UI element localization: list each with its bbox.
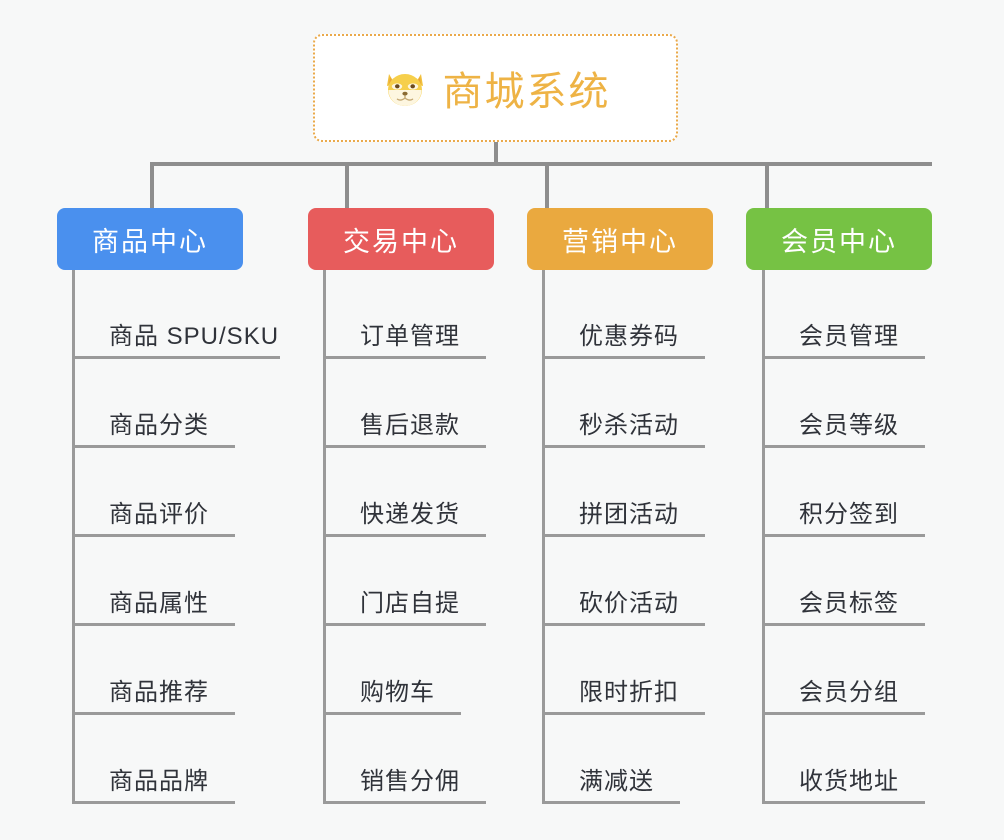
leaf-item[interactable]: 商品品牌 (75, 715, 235, 804)
category-label: 营销中心 (562, 226, 678, 257)
leaf-underline (75, 356, 280, 359)
leaf-spine (762, 270, 765, 804)
leaf-item[interactable]: 商品评价 (75, 448, 235, 537)
leaf-label: 会员标签 (799, 590, 899, 617)
leaf-item[interactable]: 会员标签 (765, 537, 925, 626)
leaf-underline (545, 623, 705, 626)
leaf-item[interactable]: 收货地址 (765, 715, 925, 804)
leaf-underline (326, 801, 486, 804)
leaf-underline (765, 801, 925, 804)
leaf-item[interactable]: 满减送 (545, 715, 680, 804)
leaf-underline (545, 356, 705, 359)
leaf-item[interactable]: 商品 SPU/SKU (75, 270, 297, 359)
category-label: 会员中心 (781, 226, 897, 257)
leaf-label: 销售分佣 (360, 768, 460, 795)
leaf-label: 商品评价 (109, 501, 209, 528)
leaf-label: 商品分类 (109, 412, 209, 439)
leaf-label: 拼团活动 (579, 501, 679, 528)
leaf-label: 收货地址 (799, 768, 899, 795)
leaf-underline (545, 712, 705, 715)
leaf-item[interactable]: 商品推荐 (75, 626, 235, 715)
leaf-underline (545, 801, 680, 804)
leaf-label: 购物车 (360, 679, 435, 706)
connector-horizontal-bus (150, 162, 932, 166)
leaf-label: 订单管理 (360, 323, 460, 350)
leaf-item[interactable]: 订单管理 (326, 270, 486, 359)
leaf-item[interactable]: 优惠券码 (545, 270, 705, 359)
leaf-label: 满减送 (579, 768, 654, 795)
leaf-item[interactable]: 销售分佣 (326, 715, 486, 804)
connector-drop-1 (150, 162, 154, 208)
category-label: 商品中心 (92, 226, 208, 257)
category-box-2[interactable]: 交易中心 (308, 208, 494, 270)
leaf-item[interactable]: 拼团活动 (545, 448, 705, 537)
leaf-underline (326, 623, 486, 626)
leaf-label: 商品品牌 (109, 768, 209, 795)
leaf-underline (545, 445, 705, 448)
leaf-underline (326, 356, 486, 359)
leaf-label: 限时折扣 (579, 679, 679, 706)
connector-drop-4 (765, 162, 769, 208)
leaf-underline (765, 356, 925, 359)
leaf-item[interactable]: 商品分类 (75, 359, 235, 448)
leaf-item[interactable]: 会员分组 (765, 626, 925, 715)
leaf-underline (75, 534, 235, 537)
root-title: 商城系统 (442, 70, 611, 114)
leaf-label: 积分签到 (799, 501, 899, 528)
leaf-item[interactable]: 积分签到 (765, 448, 925, 537)
leaf-underline (326, 712, 461, 715)
category-box-3[interactable]: 营销中心 (527, 208, 713, 270)
leaf-label: 门店自提 (360, 590, 460, 617)
leaf-item[interactable]: 商品属性 (75, 537, 235, 626)
leaf-underline (75, 623, 235, 626)
leaf-item[interactable]: 秒杀活动 (545, 359, 705, 448)
leaf-label: 砍价活动 (579, 590, 679, 617)
leaf-item[interactable]: 门店自提 (326, 537, 486, 626)
leaf-underline (75, 712, 235, 715)
leaf-label: 秒杀活动 (579, 412, 679, 439)
leaf-spine (542, 270, 545, 804)
leaf-item[interactable]: 售后退款 (326, 359, 486, 448)
leaf-underline (545, 534, 705, 537)
leaf-underline (765, 534, 925, 537)
leaf-label: 会员分组 (799, 679, 899, 706)
leaf-label: 商品推荐 (109, 679, 209, 706)
category-box-1[interactable]: 商品中心 (57, 208, 243, 270)
leaf-item[interactable]: 砍价活动 (545, 537, 705, 626)
leaf-label: 优惠券码 (579, 323, 679, 350)
leaf-label: 商品属性 (109, 590, 209, 617)
leaf-item[interactable]: 会员等级 (765, 359, 925, 448)
connector-drop-2 (345, 162, 349, 208)
leaf-underline (765, 712, 925, 715)
leaf-item[interactable]: 快递发货 (326, 448, 486, 537)
leaf-underline (75, 445, 235, 448)
category-box-4[interactable]: 会员中心 (746, 208, 932, 270)
leaf-label: 售后退款 (360, 412, 460, 439)
leaf-label: 商品 SPU/SKU (109, 323, 280, 350)
connector-drop-3 (545, 162, 549, 208)
category-label: 交易中心 (343, 226, 459, 257)
leaf-item[interactable]: 购物车 (326, 626, 461, 715)
leaf-underline (326, 534, 486, 537)
root-node[interactable]: 商城系统 (313, 34, 678, 142)
leaf-item[interactable]: 会员管理 (765, 270, 925, 359)
connector-root-stem (494, 142, 498, 166)
leaf-label: 快递发货 (360, 501, 460, 528)
leaf-label: 会员管理 (799, 323, 899, 350)
leaf-underline (765, 623, 925, 626)
leaf-underline (75, 801, 235, 804)
leaf-label: 会员等级 (799, 412, 899, 439)
leaf-spine (72, 270, 75, 804)
leaf-item[interactable]: 限时折扣 (545, 626, 705, 715)
leaf-spine (323, 270, 326, 804)
leaf-underline (765, 445, 925, 448)
leaf-underline (326, 445, 486, 448)
shiba-dog-face-icon (381, 64, 429, 112)
